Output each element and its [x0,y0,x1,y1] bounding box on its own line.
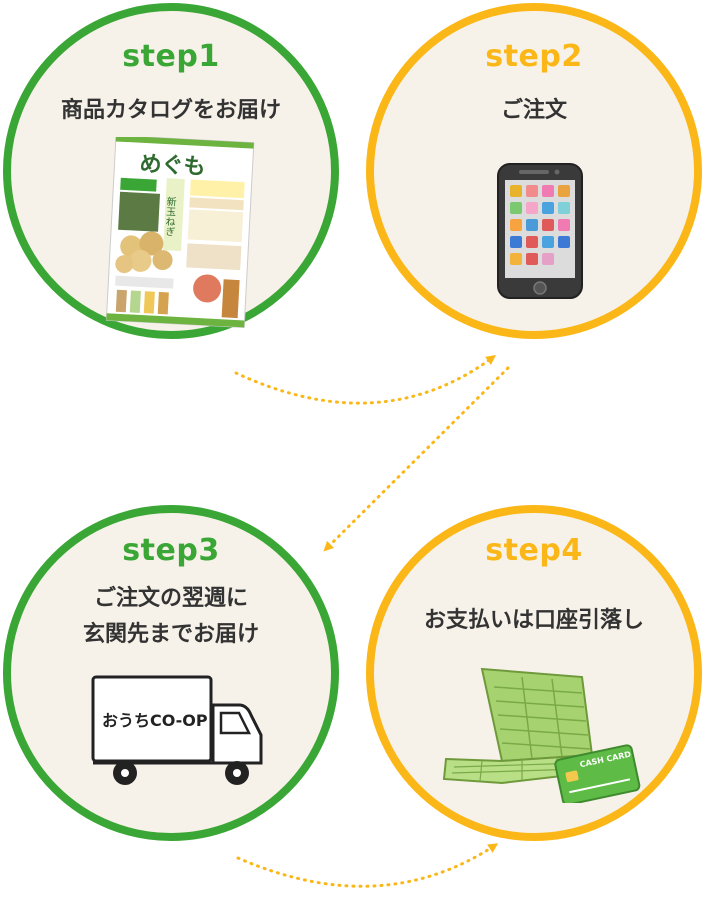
step2-text-line: ご注文 [500,98,567,123]
delivery-truck-icon: おうちCO-OP [91,675,263,785]
step2-description: ご注文 [374,93,694,129]
catalog-banner: 新玉ねぎ [162,195,176,237]
step4-circle: step4 お支払いは口座引落し CASH CARD [366,505,702,841]
step1-circle: step1 商品カタログをお届け めぐも 新玉ねぎ [3,3,339,339]
arrow-step2-to-step3 [323,366,510,552]
step4-description: お支払いは口座引落し [374,603,694,639]
bankbook-icon: CASH CARD [442,667,641,803]
step1-text-line: 商品カタログをお届け [60,98,281,123]
arrow-step3-to-step4 [236,843,499,888]
catalog-title: めぐも [139,152,206,180]
step3-text-line-2: 玄関先までお届け [82,622,259,647]
truck-label: おうちCO-OP [102,711,208,730]
catalog-icon: めぐも 新玉ねぎ [106,137,255,328]
step4-label: step4 [485,533,583,568]
step3-label: step3 [122,533,220,568]
step3-description: ご注文の翌週に 玄関先までお届け [11,581,331,653]
step1-label: step1 [122,39,220,74]
step3-circle: step3 ご注文の翌週に 玄関先までお届け おうちCO-OP [3,505,339,841]
step2-label: step2 [485,39,583,74]
arrow-step1-to-step2 [234,355,497,405]
smartphone-icon [497,163,583,299]
step3-text-line-1: ご注文の翌週に [93,586,248,611]
step1-description: 商品カタログをお届け [11,93,331,129]
step2-circle: step2 ご注文 [366,3,702,339]
step4-text-line: お支払いは口座引落し [423,608,644,633]
